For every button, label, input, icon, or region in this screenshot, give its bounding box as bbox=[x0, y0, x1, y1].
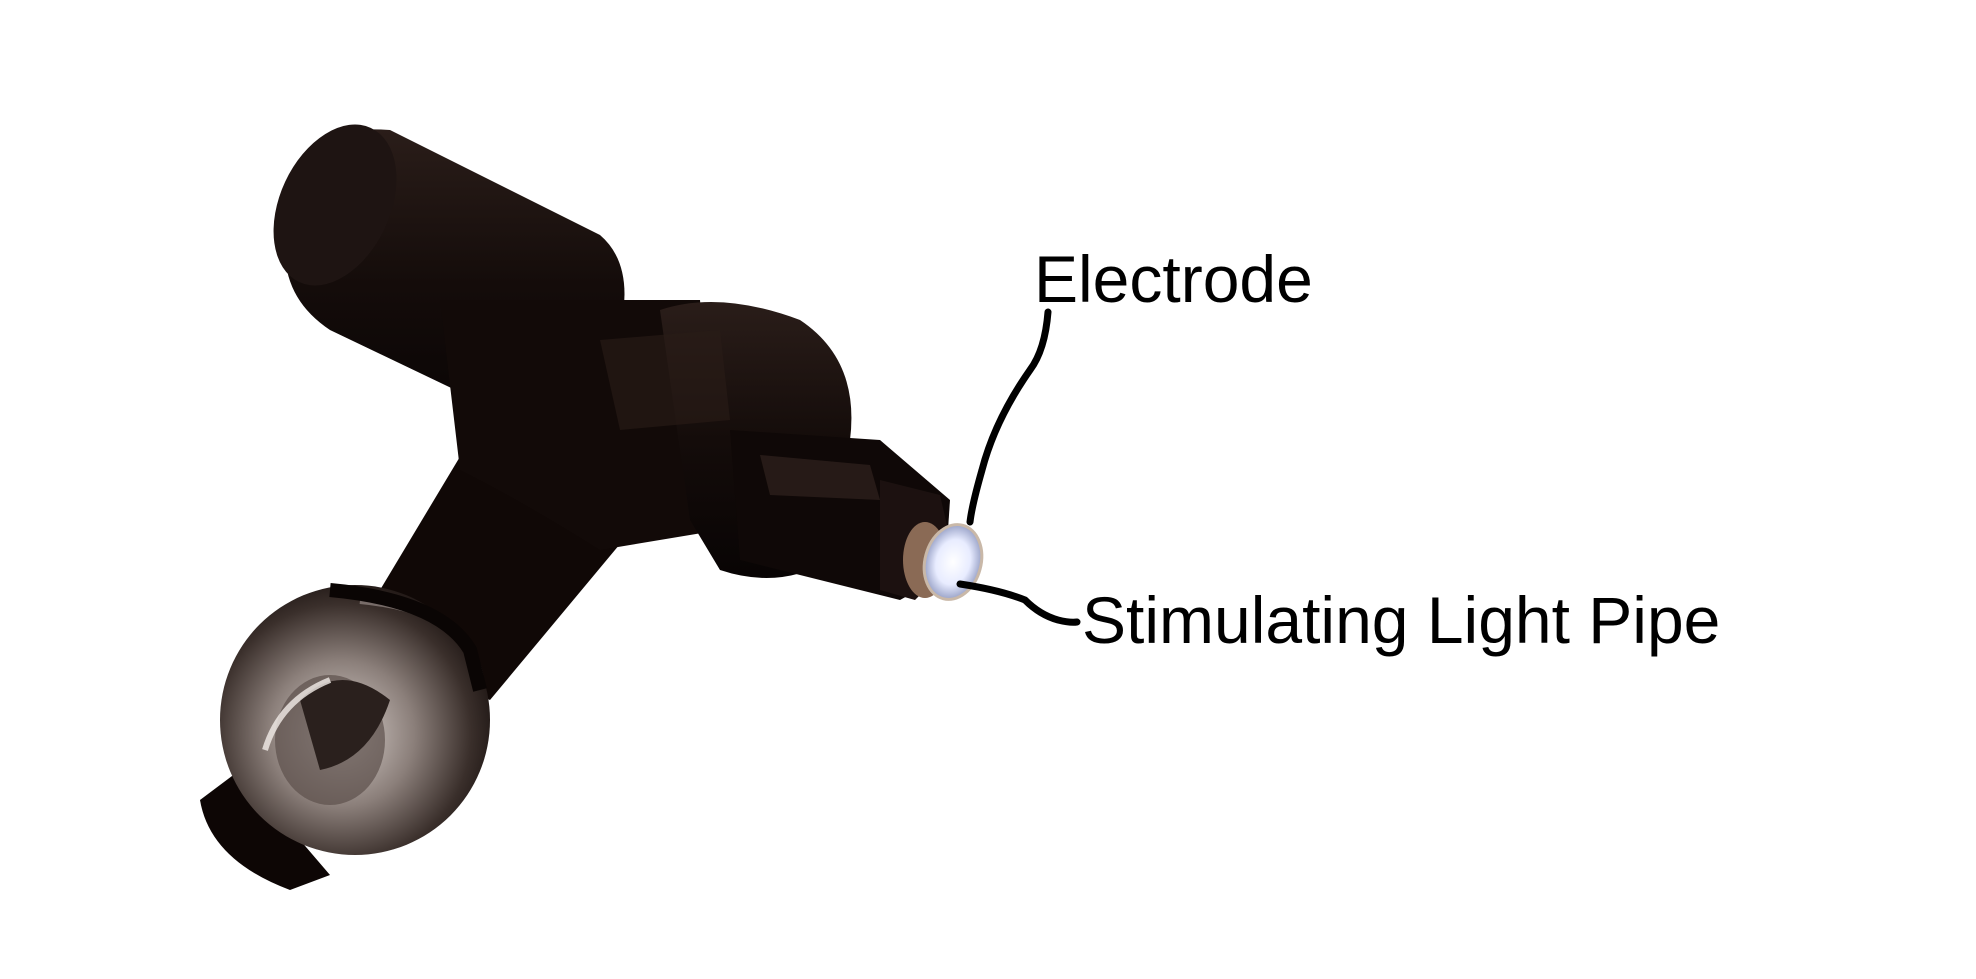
electrode-label: Electrode bbox=[1034, 242, 1313, 316]
device-photo bbox=[200, 124, 984, 890]
electrode-leader-line bbox=[966, 308, 1052, 526]
light-pipe-tip bbox=[922, 523, 984, 601]
dome-lens bbox=[200, 583, 490, 890]
light-pipe-leader-line bbox=[956, 580, 1081, 626]
light-pipe-label: Stimulating Light Pipe bbox=[1082, 583, 1720, 657]
